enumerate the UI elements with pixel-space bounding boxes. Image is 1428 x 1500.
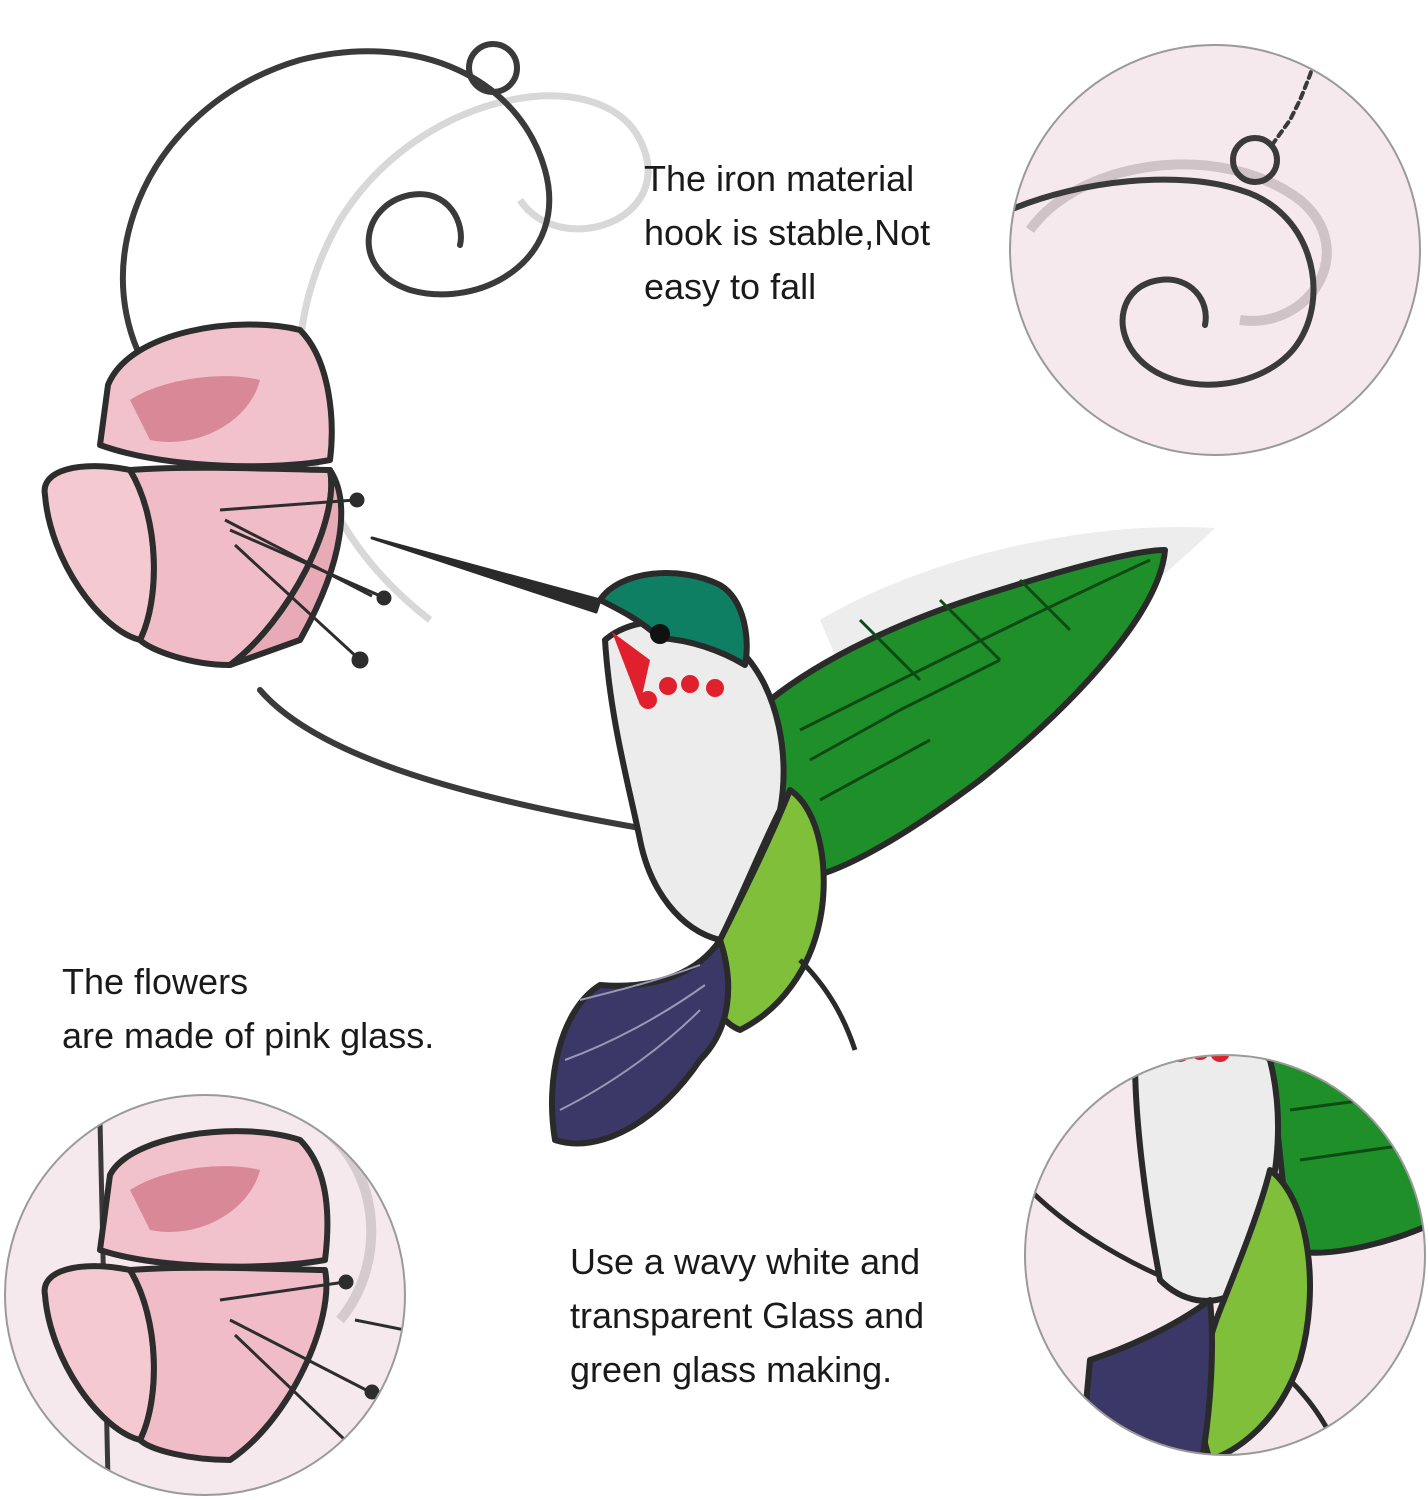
flower-detail-circle (4, 1094, 406, 1496)
glass-caption-line-1: Use a wavy white and (570, 1241, 921, 1282)
iron-hook (120, 41, 643, 831)
main-suncatcher (41, 41, 1215, 1147)
glass-caption: Use a wavy white and transparent Glass a… (570, 1235, 924, 1397)
lime-belly (710, 787, 827, 1033)
pink-flower (41, 321, 345, 668)
purple-tail (549, 937, 732, 1147)
flower-caption-line-1: The flowers (62, 961, 249, 1002)
glass-caption-line-3: green glass making. (570, 1349, 893, 1390)
red-throat (612, 632, 724, 709)
hummingbird (370, 536, 1168, 1147)
green-wing (761, 547, 1168, 883)
beak (370, 536, 602, 614)
glass-caption-line-2: transparent Glass and (570, 1295, 925, 1336)
hook-caption: The iron material hook is stable,Not eas… (644, 152, 930, 314)
eye (650, 624, 670, 644)
flower-caption: The flowers are made of pink glass. (62, 955, 434, 1063)
hook-caption-line-1: The iron material (644, 158, 915, 199)
flower-caption-line-2: are made of pink glass. (62, 1015, 435, 1056)
flower-stamens (219, 492, 392, 669)
teal-head (597, 570, 750, 668)
glass-detail-circle (1024, 1054, 1426, 1456)
hook-caption-line-3: easy to fall (644, 266, 817, 307)
perch (798, 958, 858, 1051)
hook-shadow (295, 92, 652, 623)
hook-caption-line-2: hook is stable,Not (644, 212, 931, 253)
hook-detail-circle (1009, 44, 1421, 456)
